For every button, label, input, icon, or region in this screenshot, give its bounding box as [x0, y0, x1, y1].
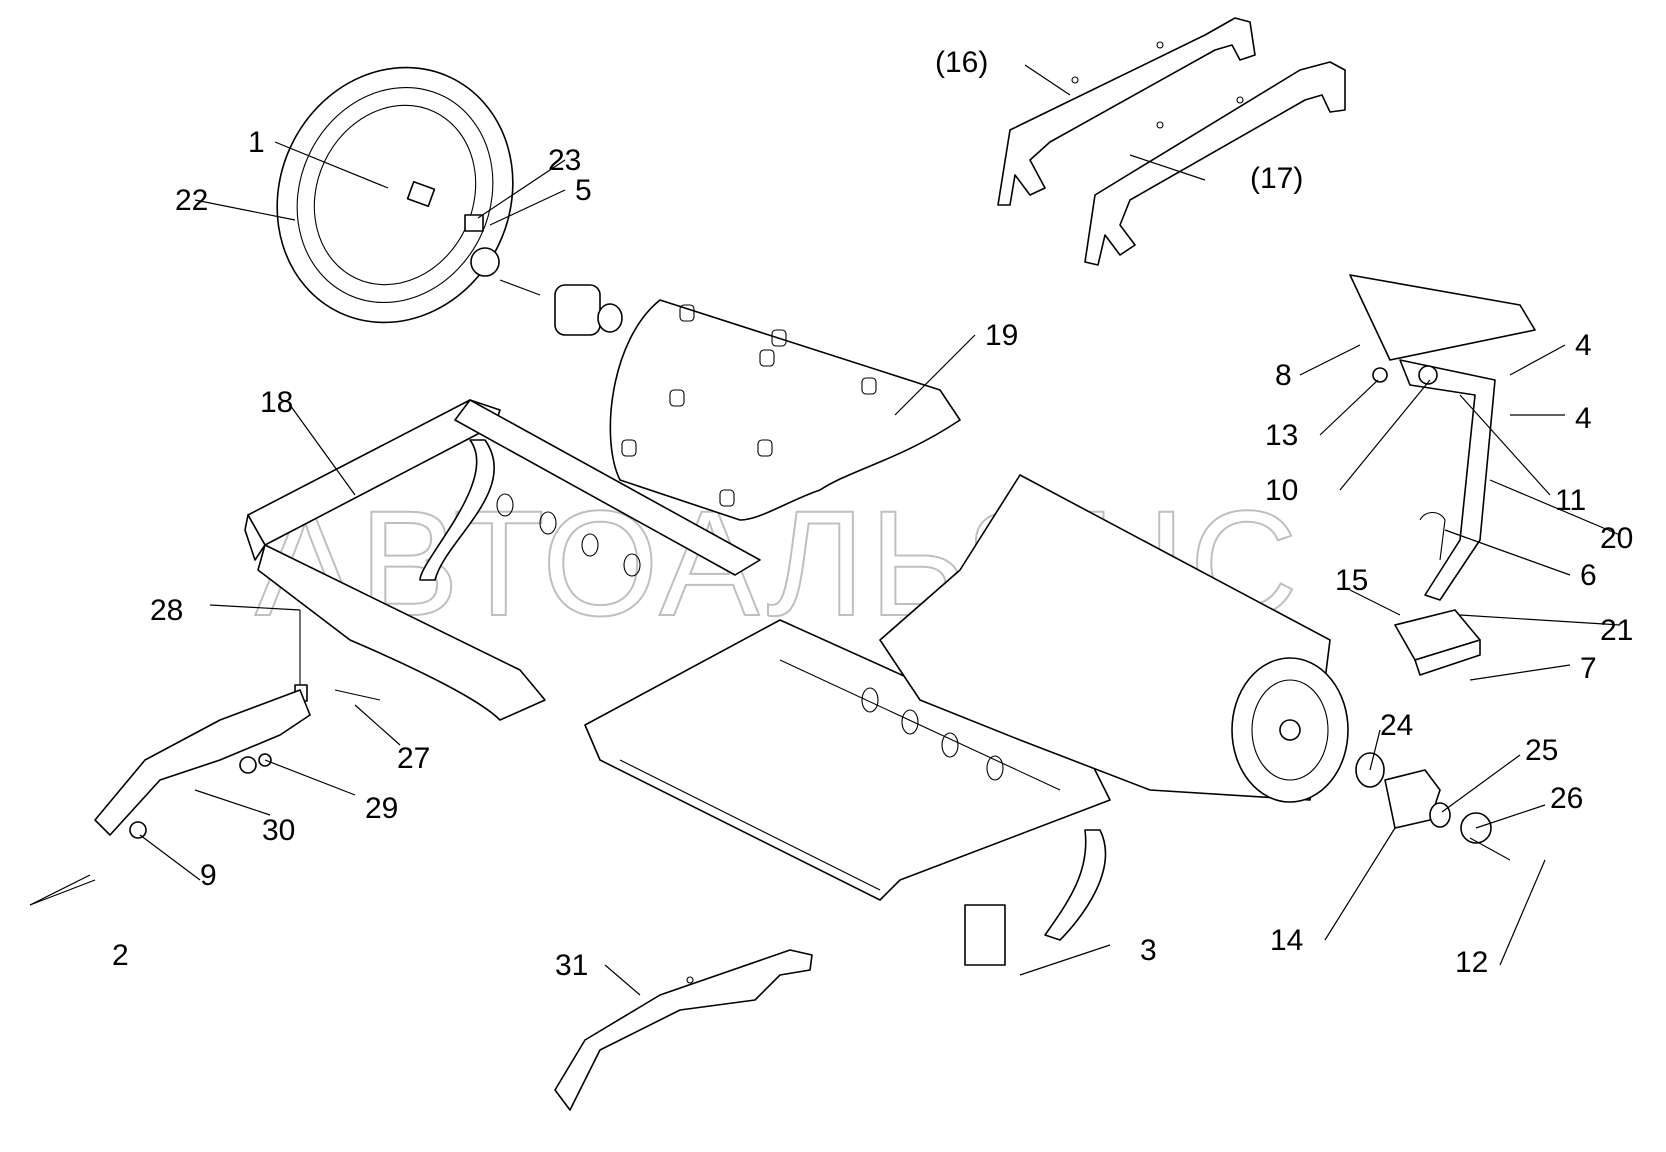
- callout-3: 3: [1140, 934, 1157, 967]
- bracket-16: [997, 17, 1256, 206]
- callout-29: 29: [365, 792, 398, 825]
- callout-4b: 4: [1575, 402, 1592, 435]
- callout-5: 5: [575, 174, 592, 207]
- frame-18-right-half: [584, 619, 1111, 966]
- bracket-31: [554, 949, 813, 1111]
- callout-9: 9: [200, 859, 217, 892]
- callout-labels: 1 2 3 4 4 5 6 7 8 9 10 11 12 13 14 15 (1…: [112, 46, 1633, 982]
- callout-26: 26: [1550, 782, 1583, 815]
- callout-6: 6: [1580, 559, 1597, 592]
- arm-assembly-30: [29, 610, 381, 906]
- frame-18: [244, 399, 761, 721]
- callout-21: 21: [1600, 614, 1633, 647]
- roller-19-right-end: [879, 474, 1349, 803]
- callout-10: 10: [1265, 474, 1298, 507]
- hub-assembly-right: [1355, 752, 1511, 861]
- ring-5: [470, 247, 500, 277]
- callout-23: 23: [548, 144, 581, 177]
- callout-25: 25: [1525, 734, 1558, 767]
- callout-16: (16): [935, 46, 988, 79]
- callout-22: 22: [175, 184, 208, 217]
- bracket-17: [1084, 61, 1346, 266]
- callout-15: 15: [1335, 564, 1368, 597]
- callout-12: 12: [1455, 946, 1488, 979]
- callout-1: 1: [248, 126, 265, 159]
- plate-15: [1394, 609, 1481, 676]
- callout-24: 24: [1380, 709, 1413, 742]
- hub-assembly-left: [499, 279, 623, 336]
- callout-11: 11: [1555, 484, 1586, 517]
- leader-lines: [29, 64, 1621, 996]
- scraper-20: [1349, 274, 1536, 601]
- cage-wheel-22: [276, 66, 514, 324]
- callout-17: (17): [1250, 162, 1303, 195]
- callout-7: 7: [1580, 652, 1597, 685]
- callout-28: 28: [150, 594, 183, 627]
- callout-19: 19: [985, 319, 1018, 352]
- callout-27: 27: [397, 742, 430, 775]
- callout-13: 13: [1265, 419, 1298, 452]
- callout-30: 30: [262, 814, 295, 847]
- callout-14: 14: [1270, 924, 1303, 957]
- callout-31: 31: [555, 949, 588, 982]
- callout-8: 8: [1275, 359, 1292, 392]
- u-bolt-6: [1419, 511, 1446, 561]
- callout-2: 2: [112, 939, 129, 972]
- callout-4a: 4: [1575, 329, 1592, 362]
- roller-19: [609, 299, 961, 521]
- callout-18: 18: [260, 386, 293, 419]
- callout-20: 20: [1600, 522, 1633, 555]
